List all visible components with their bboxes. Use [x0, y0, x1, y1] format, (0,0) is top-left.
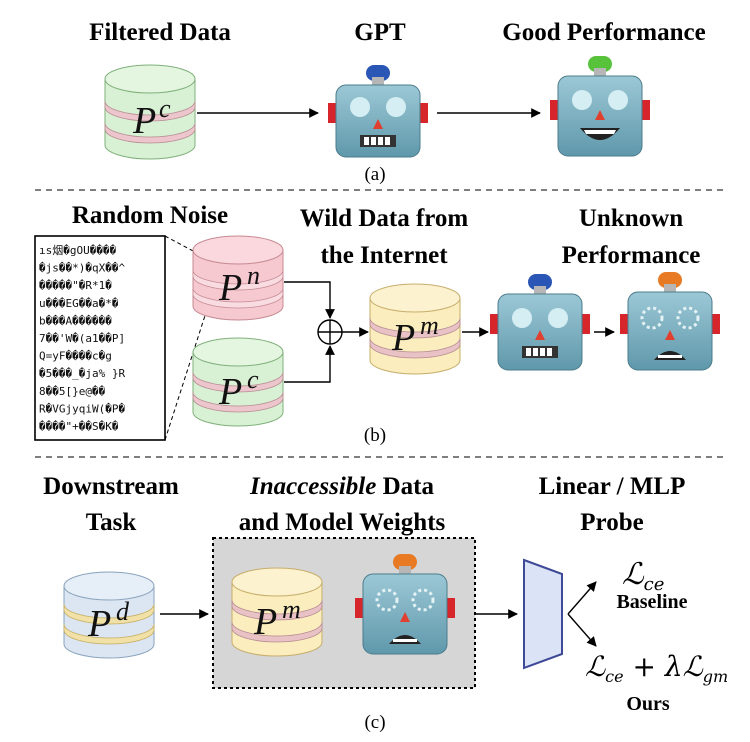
db-mixed-label: P	[391, 317, 415, 359]
loss-ours-symbol-a: ℒ	[585, 650, 606, 683]
heading-unknown-2: Performance	[562, 242, 701, 269]
loss-ours-sub-gm: gm	[703, 667, 728, 686]
heading-unknown-1: Unknown	[579, 205, 683, 232]
heading-probe-2: Probe	[580, 509, 643, 536]
db-clean-superscript: c	[247, 365, 259, 394]
heading-gpt: GPT	[354, 19, 406, 46]
loss-ours-plus: + λℒ	[624, 650, 704, 683]
arrow-clean-to-plus	[284, 345, 335, 383]
heading-random-noise: Random Noise	[72, 202, 228, 229]
loss-ours-sub-a: ce	[605, 667, 623, 686]
arrow-probe-to-baseline	[567, 581, 597, 615]
db-clean-label: P	[218, 371, 242, 413]
db-down-label: P	[87, 603, 111, 645]
db-mixed-c-label: P	[253, 601, 277, 643]
caption-c: (c)	[364, 712, 385, 733]
heading-inaccessible-2: and Model Weights	[239, 509, 446, 536]
heading-inaccessible-1: Inaccessible Data	[249, 473, 435, 500]
noise-line: �����"�R*1�	[39, 279, 112, 292]
heading-inaccessible-rest: Data	[376, 473, 434, 500]
heading-good-performance: Good Performance	[502, 19, 705, 46]
db-noise-superscript: n	[247, 261, 260, 290]
db-mixed-superscript: m	[420, 311, 439, 340]
heading-inaccessible-italic: Inaccessible	[249, 473, 376, 500]
robot-icon-happy	[550, 56, 650, 157]
noise-line: ����"+��S�K�	[39, 420, 118, 433]
loss-baseline-sub: ce	[644, 574, 665, 595]
heading-probe-1: Linear / MLP	[539, 473, 686, 500]
panel-a: Filtered Data GPT Good Performance P c	[89, 19, 706, 185]
heading-wild-data-2: the Internet	[320, 242, 448, 269]
database-icon-clean: P c	[104, 64, 196, 160]
noise-line: ıs烟�gOU����	[39, 243, 116, 257]
noise-line: 8��5[}e@��	[39, 385, 105, 398]
zoom-line-bottom	[164, 299, 211, 441]
label-ours: Ours	[626, 693, 670, 715]
noise-text-box	[34, 235, 166, 441]
heading-downstream-2: Task	[86, 509, 137, 536]
noise-line: Q=yF����c�g	[39, 350, 112, 363]
db-label: P	[132, 100, 156, 142]
robot-icon-inaccessible	[355, 554, 455, 655]
database-icon-mixed: P m	[369, 283, 461, 375]
loss-baseline: ℒce	[622, 557, 664, 595]
loss-ours: ℒce + λℒgm	[585, 650, 728, 686]
panel-b: Random Noise Wild Data from the Internet…	[34, 202, 720, 446]
database-icon-clean-b: P c	[192, 337, 284, 427]
caption-b: (b)	[364, 425, 386, 446]
db-superscript: c	[159, 94, 171, 123]
probe-shape	[523, 558, 563, 670]
db-noise-label: P	[218, 267, 242, 309]
robot-icon-wild	[490, 274, 590, 371]
database-icon-mixed-c: P m	[231, 567, 323, 657]
db-mixed-c-superscript: m	[282, 595, 301, 624]
noise-line: �js��*)�qX��^	[39, 262, 125, 275]
caption-a: (a)	[364, 164, 385, 185]
heading-filtered-data: Filtered Data	[89, 19, 231, 46]
robot-icon-confused	[620, 272, 720, 371]
noise-line: �5���_�ja% }R	[39, 367, 125, 380]
noise-line: u���EG��a�*�	[39, 297, 118, 310]
heading-wild-data-1: Wild Data from	[300, 205, 469, 232]
db-down-superscript: d	[116, 597, 130, 626]
database-icon-noise: P n	[192, 235, 284, 321]
loss-baseline-symbol: ℒ	[622, 557, 645, 592]
arrow-noise-to-plus	[284, 281, 335, 319]
noise-line: b���A������	[39, 314, 112, 327]
panel-c: Downstream Task Inaccessible Data and Mo…	[43, 473, 728, 733]
noise-line: R�VGjyqiW(�P�	[39, 402, 125, 415]
arrow-probe-to-ours	[567, 613, 597, 647]
noise-text-lines: ıs烟�gOU���� �js��*)�qX��^ �����"�R*1� u���E…	[39, 243, 125, 433]
robot-icon-gpt	[328, 65, 428, 158]
database-icon-downstream: P d	[63, 571, 155, 659]
noise-line: 7��'W�(a1��P]	[39, 332, 125, 345]
label-baseline: Baseline	[616, 591, 687, 613]
heading-downstream-1: Downstream	[43, 473, 179, 500]
